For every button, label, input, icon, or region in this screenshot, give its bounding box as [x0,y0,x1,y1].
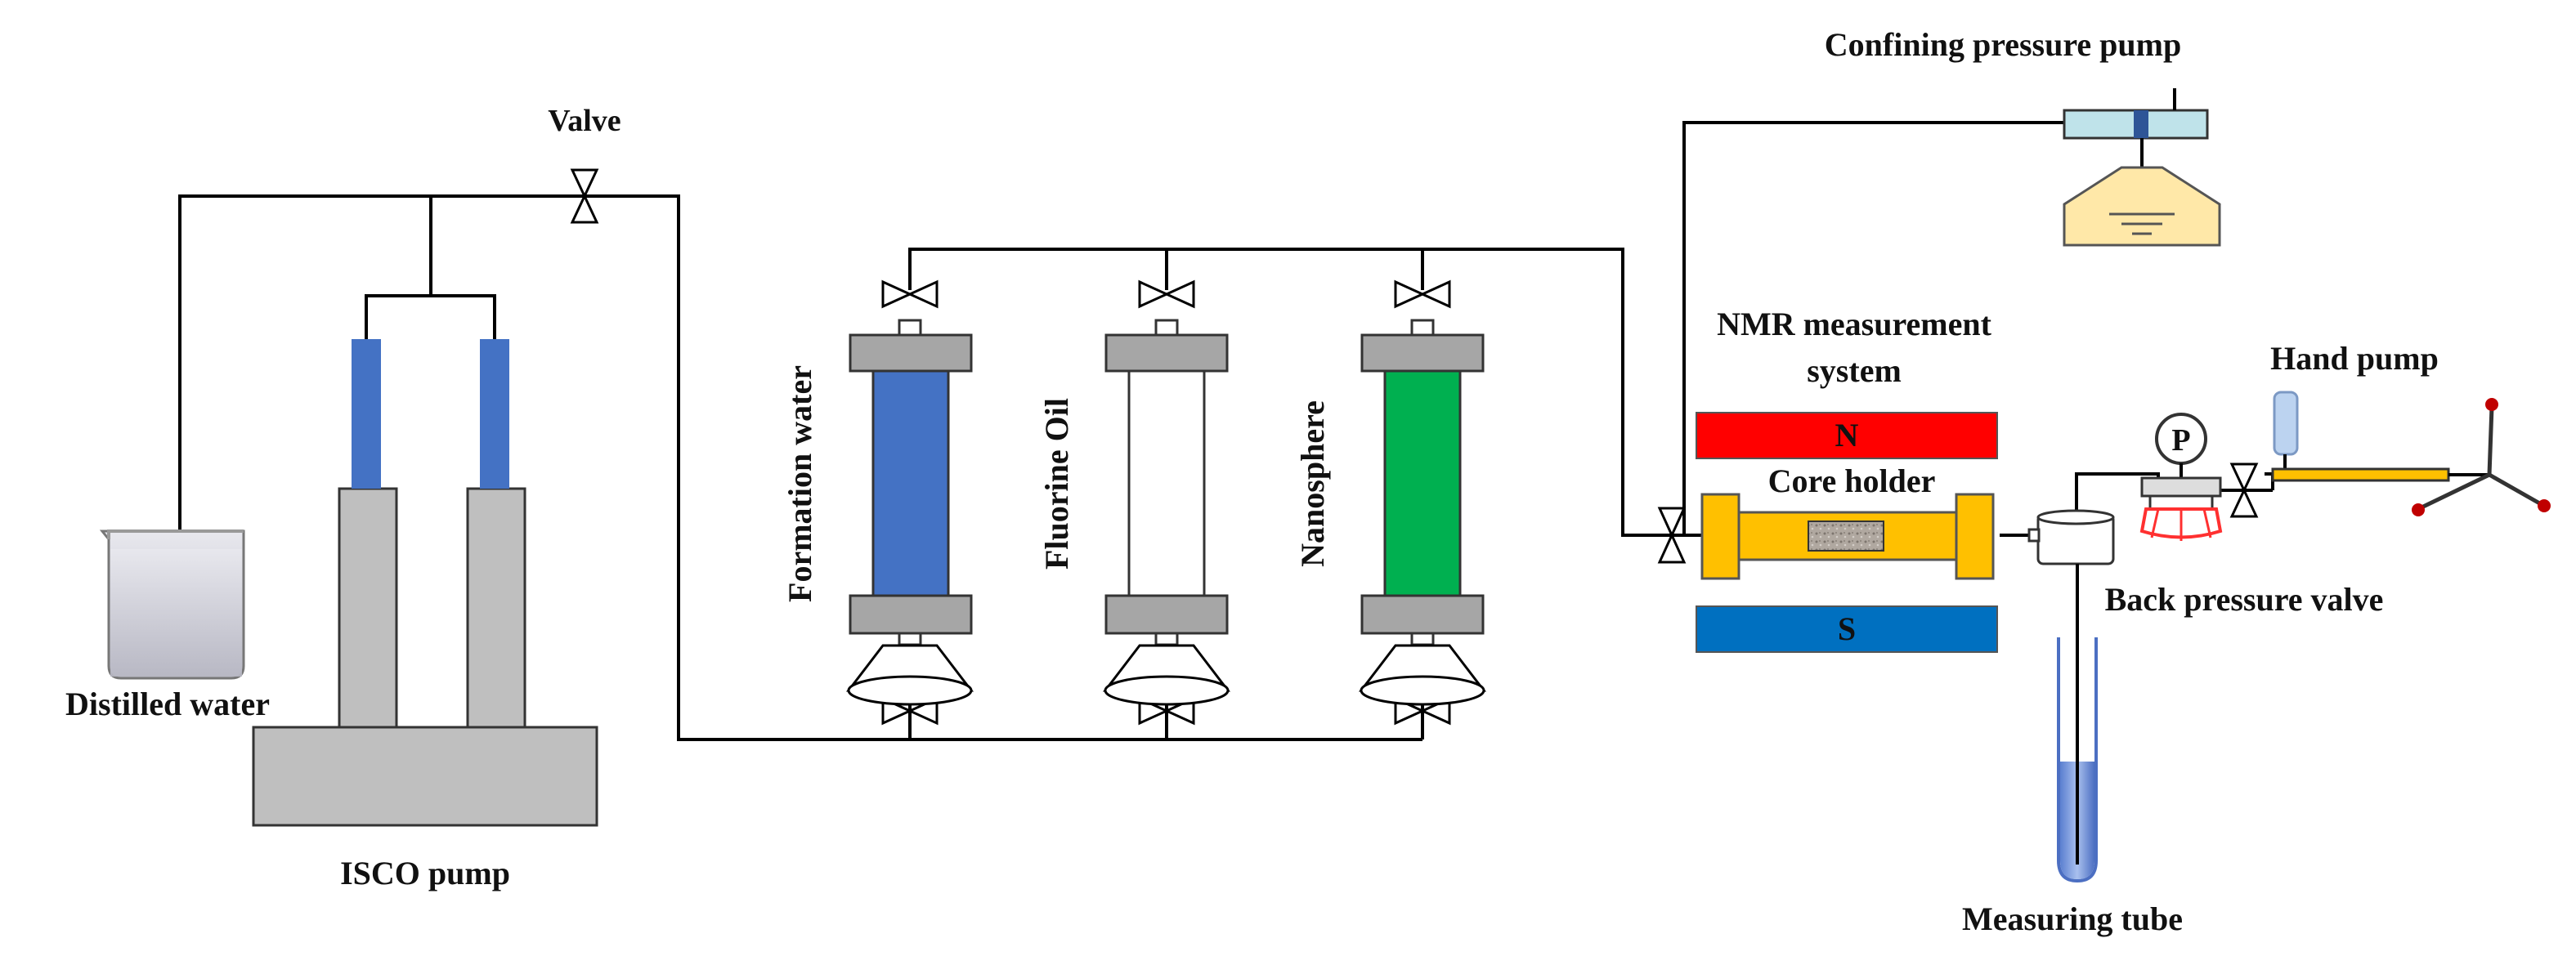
label-back-pressure-valve: Back pressure valve [2105,581,2384,618]
valve-fluorine-oil-top[interactable] [1138,279,1195,309]
label-nanosphere: Nanosphere [1294,400,1331,567]
magnet-s [1696,605,1998,653]
label-isco-pump: ISCO pump [340,855,510,891]
magnet-n [1696,412,1998,459]
measuring-tube [2057,564,2098,883]
label-fluorine-oil: Fluorine Oil [1038,398,1075,570]
valve-core-inlet[interactable] [1657,507,1687,564]
label-gauge-p: P [2171,423,2190,458]
distilled-water-beaker [99,529,245,680]
label-distilled-water: Distilled water [65,686,270,722]
valve-hand-pump[interactable] [2229,462,2259,518]
valve-nanosphere-top[interactable] [1394,279,1451,309]
isco-piston-left [352,339,381,489]
cylinder-formation-water [845,319,974,706]
confining-pressure-pump [2063,88,2221,247]
label-measuring-tube: Measuring tube [1962,900,2183,937]
label-magnet-n: N [1835,417,1859,453]
hand-pump [2271,391,2551,516]
label-nmr-line1: NMR measurement [1717,306,1992,342]
core-sample [1808,521,1884,552]
pressure-gauge [2139,413,2223,541]
label-hand-pump: Hand pump [2270,340,2439,377]
cylinder-nanosphere [1358,319,1487,706]
back-pressure-valve [2027,509,2115,565]
isco-piston-right [480,339,509,489]
label-valve: Valve [548,104,620,138]
label-magnet-s: S [1838,610,1856,647]
valve-formation-water-top[interactable] [881,279,939,309]
core-holder [1700,493,1995,580]
label-formation-water: Formation water [782,365,818,602]
label-confining-pressure-pump: Confining pressure pump [1825,26,2181,63]
piping [178,121,2274,741]
isco-pump [252,339,598,827]
cylinder-fluorine-oil [1102,319,1231,706]
label-nmr-line2: system [1807,352,1902,389]
label-core-holder: Core holder [1768,462,1936,499]
valve-main[interactable] [570,168,599,224]
